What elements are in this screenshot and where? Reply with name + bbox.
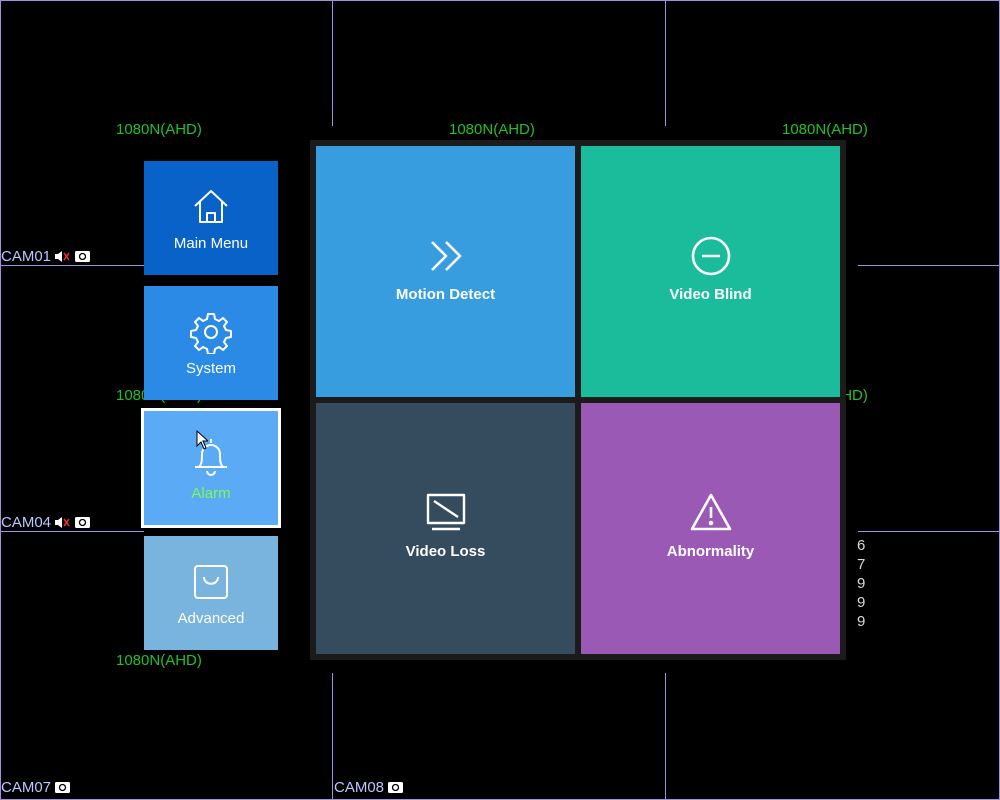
grid-line-h1 bbox=[0, 265, 144, 266]
partial-digit: 9 bbox=[857, 594, 866, 611]
abnormality-tile[interactable]: Abnormality bbox=[581, 403, 840, 654]
motion-detect-tile[interactable]: Motion Detect bbox=[316, 146, 575, 397]
grid-line-v1 bbox=[332, 0, 333, 126]
channel-resolution-label: 1080N(AHD) bbox=[449, 121, 535, 138]
video-blind-tile[interactable]: Video Blind bbox=[581, 146, 840, 397]
home-icon bbox=[194, 189, 228, 223]
warning-triangle-icon bbox=[690, 493, 731, 531]
grid-line-v3 bbox=[332, 673, 333, 800]
sidebar-item-main-menu[interactable]: Main Menu bbox=[144, 161, 278, 275]
sidebar-item-label: System bbox=[185, 359, 236, 377]
audio-muted-icon bbox=[55, 251, 70, 262]
record-icon bbox=[388, 782, 404, 793]
channel-resolution-label: 1080N(AHD) bbox=[116, 652, 202, 669]
sidebar-item-label: Alarm bbox=[191, 484, 231, 502]
record-icon bbox=[75, 251, 91, 262]
camera-label-cam07: CAM07 bbox=[1, 779, 71, 796]
partial-digit: 9 bbox=[857, 613, 866, 630]
sidebar-item-label: Advanced bbox=[177, 609, 245, 627]
sidebar-item-label: Main Menu bbox=[173, 234, 249, 252]
sidebar-item-system[interactable]: System bbox=[144, 286, 278, 400]
camera-name: CAM04 bbox=[1, 514, 52, 531]
partial-digit: 9 bbox=[857, 575, 866, 592]
grid-line-h4 bbox=[858, 531, 1000, 532]
camera-name: CAM08 bbox=[334, 779, 385, 796]
grid-line-v2 bbox=[665, 0, 666, 126]
grid-line-v4 bbox=[665, 673, 666, 800]
mouse-cursor-icon bbox=[196, 430, 208, 450]
record-icon bbox=[75, 517, 91, 528]
partial-digit: 7 bbox=[857, 556, 866, 573]
channel-resolution-label: 1080N(AHD) bbox=[782, 121, 868, 138]
camera-name: CAM01 bbox=[1, 248, 52, 265]
monitor-slash-icon bbox=[426, 493, 465, 531]
sidebar-item-advanced[interactable]: Advanced bbox=[144, 536, 278, 650]
grid-line-h3 bbox=[858, 265, 1000, 266]
record-icon bbox=[55, 782, 71, 793]
sidebar-item-alarm[interactable]: Alarm bbox=[141, 408, 281, 528]
partial-digit-column: 6 7 9 9 9 bbox=[857, 536, 867, 631]
double-chevron-right-icon bbox=[430, 241, 461, 271]
channel-resolution-label: 1080N(AHD) bbox=[116, 121, 202, 138]
alarm-menu-panel: Motion Detect Video Blind Video Loss Abn… bbox=[310, 140, 846, 660]
minus-circle-icon bbox=[691, 236, 730, 276]
tile-label: Abnormality bbox=[666, 543, 755, 560]
grid-line-h2 bbox=[0, 531, 144, 532]
tile-label: Motion Detect bbox=[395, 286, 496, 303]
camera-label-cam08: CAM08 bbox=[334, 779, 404, 796]
camera-label-cam04: CAM04 bbox=[1, 514, 91, 531]
bell-icon bbox=[195, 438, 227, 476]
gear-icon bbox=[190, 312, 232, 354]
video-loss-tile[interactable]: Video Loss bbox=[316, 403, 575, 654]
camera-label-cam01: CAM01 bbox=[1, 248, 91, 265]
camera-name: CAM07 bbox=[1, 779, 52, 796]
audio-muted-icon bbox=[55, 517, 70, 528]
shopping-bag-icon bbox=[194, 564, 228, 599]
partial-digit: 6 bbox=[857, 537, 866, 554]
tile-label: Video Blind bbox=[669, 286, 752, 303]
tile-label: Video Loss bbox=[405, 543, 486, 560]
